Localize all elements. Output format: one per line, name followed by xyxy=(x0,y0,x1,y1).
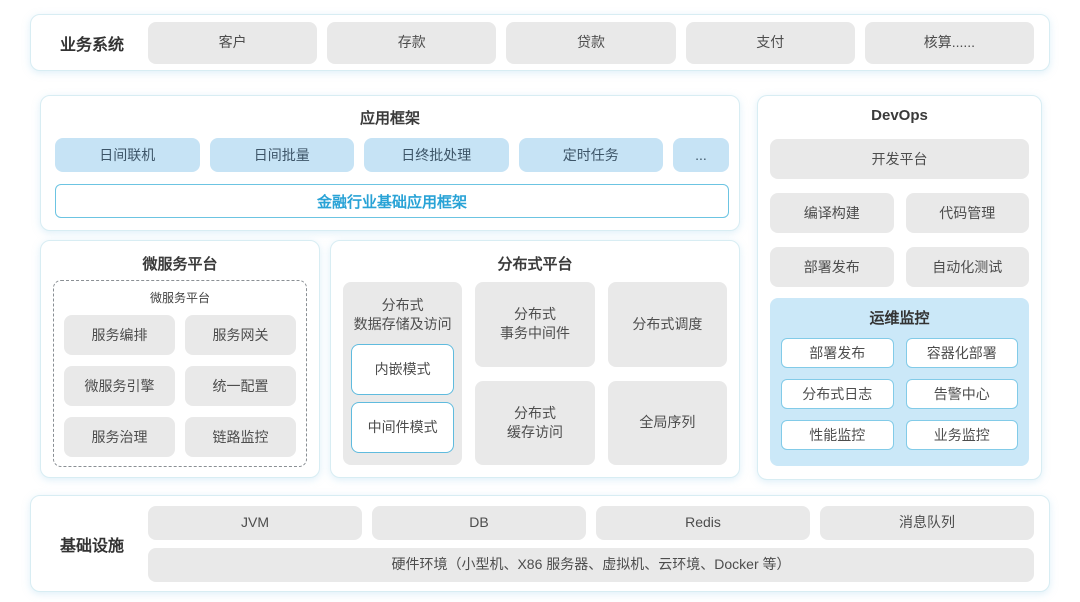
devops-section: DevOps 开发平台 编译构建 代码管理 部署发布 自动化测试 运维监控 部署… xyxy=(757,95,1042,480)
base-framework-bar: 金融行业基础应用框架 xyxy=(55,184,729,218)
chip-loan: 贷款 xyxy=(506,21,676,64)
chip-distributed-transaction: 分布式 事务中间件 xyxy=(475,282,595,367)
app-framework-chip-row: 日间联机 日间批量 日终批处理 定时任务 ... xyxy=(55,138,729,172)
chip-unified-config: 统一配置 xyxy=(185,366,296,406)
chip-distributed-cache: 分布式 缓存访问 xyxy=(475,380,595,465)
microservice-platform-section: 微服务平台 微服务平台 服务编排 服务网关 微服务引擎 统一配置 服务治理 链路… xyxy=(40,240,320,478)
chip-service-governance: 服务治理 xyxy=(64,417,175,457)
ops-chip-business-monitor: 业务监控 xyxy=(905,420,1018,450)
distributed-storage-label: 分布式 数据存储及访问 xyxy=(353,297,452,332)
chip-customer: 客户 xyxy=(148,21,318,64)
devops-title: DevOps xyxy=(871,107,928,124)
chip-mq: 消息队列 xyxy=(820,505,1034,540)
business-systems-section: 业务系统 客户 存款 贷款 支付 核算...... xyxy=(30,14,1050,71)
microservice-platform-title: 微服务平台 xyxy=(142,256,218,273)
distributed-storage-box: 分布式 数据存储及访问 内嵌模式 中间件模式 xyxy=(343,282,463,465)
chip-auto-test: 自动化测试 xyxy=(905,247,1029,287)
mode-chip-middleware: 中间件模式 xyxy=(351,401,455,453)
app-framework-section: 应用框架 日间联机 日间批量 日终批处理 定时任务 ... 金融行业基础应用框架 xyxy=(40,95,740,231)
distributed-platform-section: 分布式平台 分布式 数据存储及访问 内嵌模式 中间件模式 分布式 事务中间件 分… xyxy=(330,240,740,478)
chip-payment: 支付 xyxy=(685,21,855,64)
ops-chip-distributed-log: 分布式日志 xyxy=(781,379,894,409)
chip-scheduled-task: 定时任务 xyxy=(518,138,663,172)
chip-code-mgmt: 代码管理 xyxy=(905,193,1029,233)
chip-accounting: 核算...... xyxy=(864,21,1035,64)
distributed-col-2: 分布式 事务中间件 分布式 缓存访问 xyxy=(475,282,595,465)
chip-eod-batch: 日终批处理 xyxy=(364,138,509,172)
chip-dev-platform: 开发平台 xyxy=(770,139,1029,179)
ops-chip-container-deploy: 容器化部署 xyxy=(905,338,1018,368)
chip-microservice-engine: 微服务引擎 xyxy=(64,366,175,406)
mode-chip-embedded: 内嵌模式 xyxy=(351,343,455,395)
microservice-inner-title: 微服务平台 xyxy=(149,291,210,305)
chip-service-gateway: 服务网关 xyxy=(185,315,296,355)
chip-service-orchestration: 服务编排 xyxy=(64,315,175,355)
chip-jvm: JVM xyxy=(148,505,362,540)
chip-deposit: 存款 xyxy=(327,21,497,64)
infrastructure-label: 基础设施 xyxy=(59,537,124,555)
devops-tools-row-1: 编译构建 代码管理 xyxy=(770,193,1029,233)
microservice-grid: 服务编排 服务网关 微服务引擎 统一配置 服务治理 链路监控 xyxy=(54,306,306,457)
chip-compile-build: 编译构建 xyxy=(770,193,894,233)
chip-trace-monitor: 链路监控 xyxy=(185,417,296,457)
microservice-inner-box: 微服务平台 服务编排 服务网关 微服务引擎 统一配置 服务治理 链路监控 xyxy=(53,280,307,467)
ops-monitor-panel: 运维监控 部署发布 容器化部署 分布式日志 告警中心 性能监控 业务监控 xyxy=(770,298,1029,466)
infrastructure-content: JVM DB Redis 消息队列 硬件环境（小型机、X86 服务器、虚拟机、云… xyxy=(148,505,1034,582)
ops-chip-alert-center: 告警中心 xyxy=(905,379,1018,409)
chip-global-sequence: 全局序列 xyxy=(607,380,727,465)
chip-db: DB xyxy=(372,505,586,540)
chip-daytime-batch: 日间批量 xyxy=(209,138,354,172)
chip-daytime-online: 日间联机 xyxy=(55,138,200,172)
business-systems-label: 业务系统 xyxy=(59,36,124,54)
chip-redis: Redis xyxy=(596,505,810,540)
devops-tools-row-2: 部署发布 自动化测试 xyxy=(770,247,1029,287)
ops-monitor-grid: 部署发布 容器化部署 分布式日志 告警中心 性能监控 业务监控 xyxy=(770,328,1029,450)
infrastructure-chip-row: JVM DB Redis 消息队列 xyxy=(148,505,1034,540)
chip-deploy-release: 部署发布 xyxy=(770,247,894,287)
distributed-grid: 分布式 数据存储及访问 内嵌模式 中间件模式 分布式 事务中间件 分布式 缓存访… xyxy=(343,282,727,465)
chip-distributed-scheduler: 分布式调度 xyxy=(607,282,727,367)
app-framework-title: 应用框架 xyxy=(359,110,420,127)
chip-more: ... xyxy=(673,138,729,172)
ops-monitor-title: 运维监控 xyxy=(869,310,930,327)
distributed-platform-title: 分布式平台 xyxy=(497,256,573,273)
hardware-environment-bar: 硬件环境（小型机、X86 服务器、虚拟机、云环境、Docker 等） xyxy=(148,547,1034,582)
ops-chip-perf-monitor: 性能监控 xyxy=(781,420,894,450)
ops-chip-deploy-release: 部署发布 xyxy=(781,338,894,368)
distributed-col-3: 分布式调度 全局序列 xyxy=(607,282,727,465)
infrastructure-section: 基础设施 JVM DB Redis 消息队列 硬件环境（小型机、X86 服务器、… xyxy=(30,495,1050,592)
